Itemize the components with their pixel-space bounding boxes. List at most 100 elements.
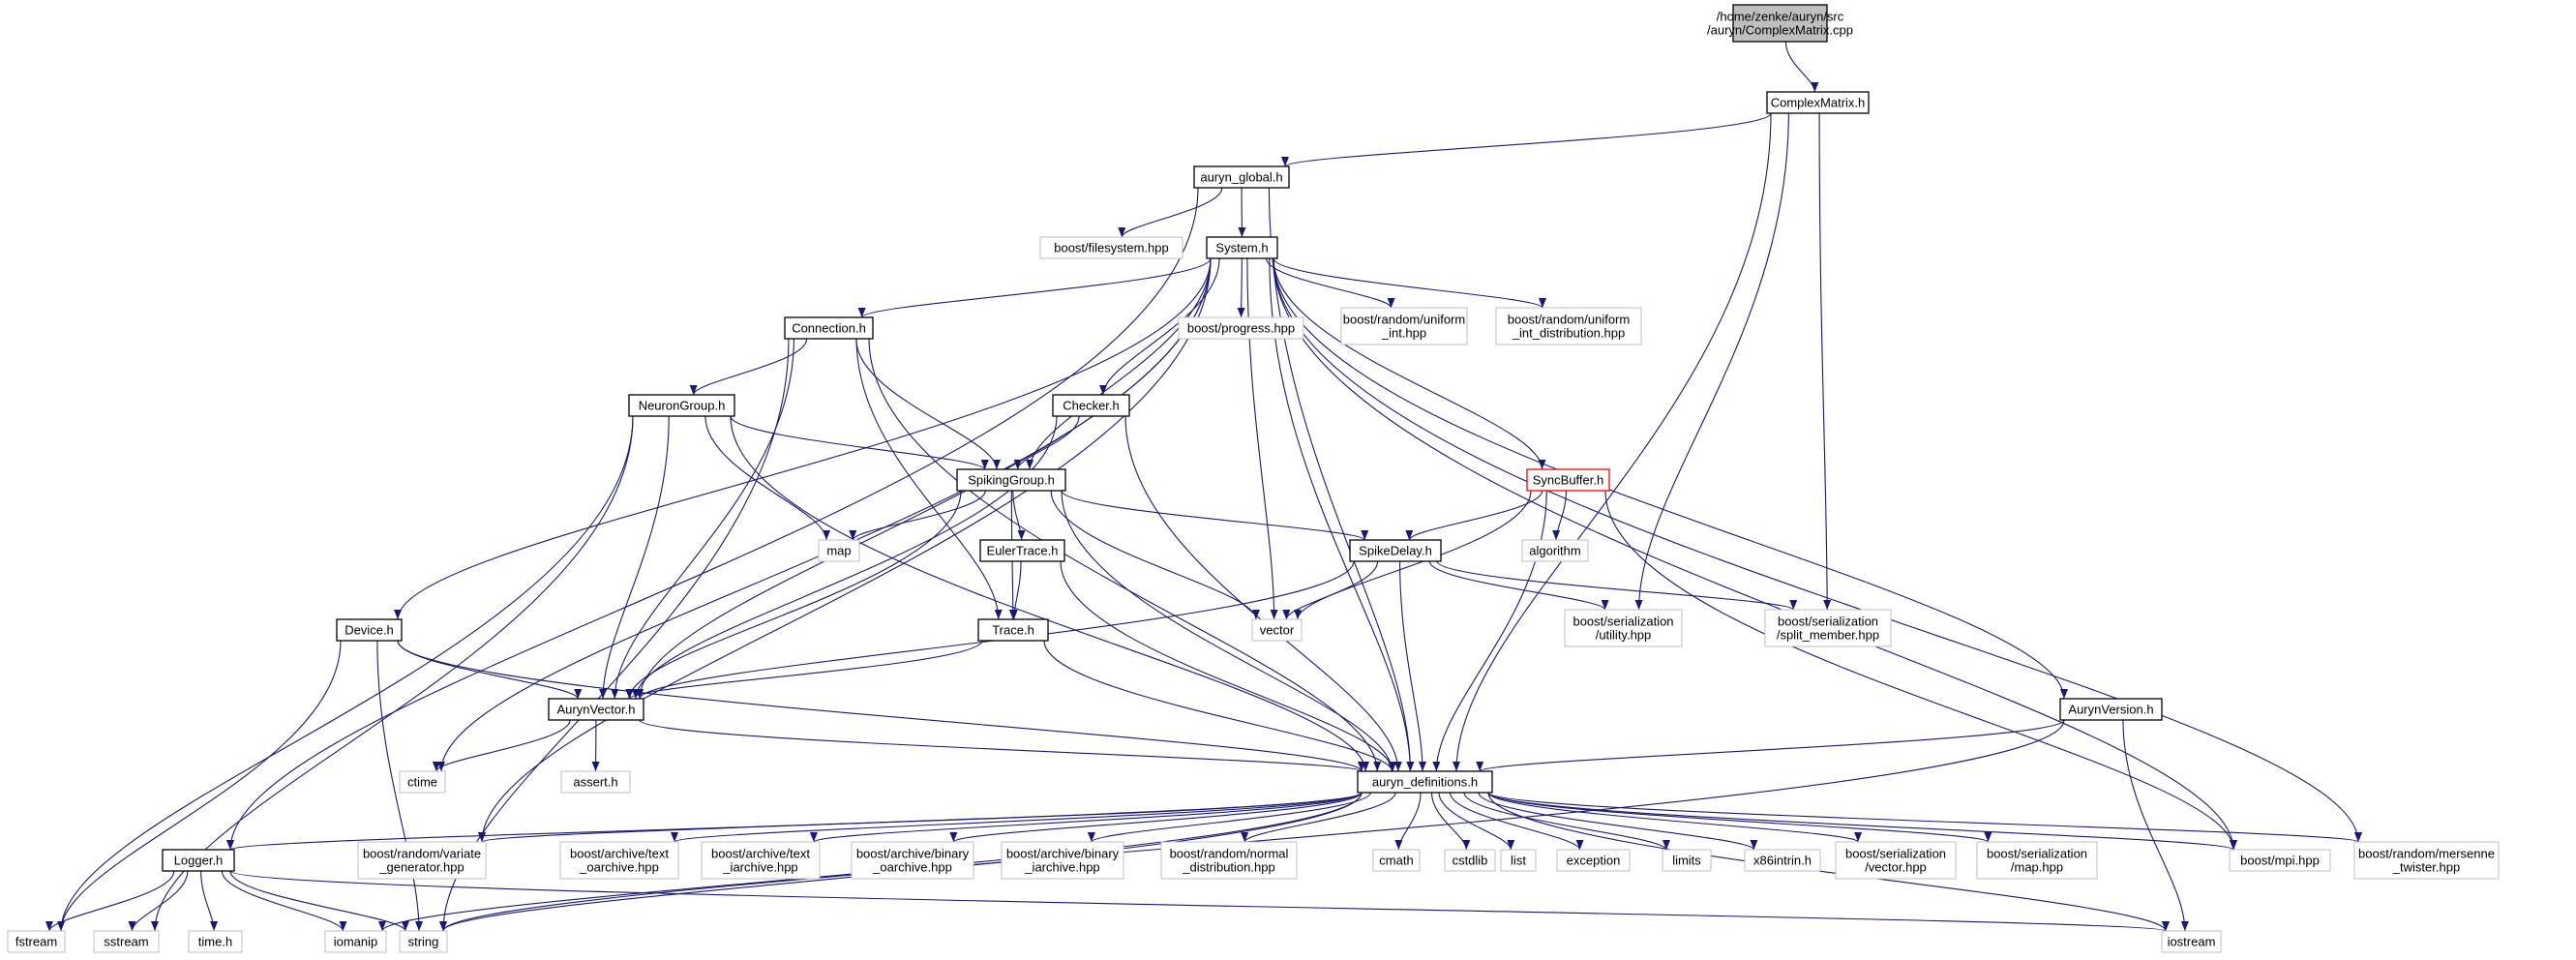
node-label: algorithm <box>1529 544 1580 558</box>
edge-system-to-checker <box>1099 257 1220 396</box>
node-map: map <box>818 539 860 562</box>
node-label: boost/random/uniform <box>1508 313 1630 327</box>
edge-complexmatrix-to-ser-utility <box>1634 112 1789 611</box>
edge-system-to-mpi <box>1273 257 2237 851</box>
edge-neurongroup-to-aurynvector <box>599 415 670 700</box>
node-ctime: ctime <box>399 770 446 794</box>
node-label: _int_distribution.hpp <box>1512 326 1625 341</box>
node-label: System.h <box>1215 241 1268 255</box>
node-label: auryn_global.h <box>1200 170 1282 185</box>
node-binary-iarchive: boost/archive/binary_iarchive.hpp <box>1001 841 1124 880</box>
node-box <box>628 394 735 417</box>
node-box <box>2229 849 2331 872</box>
node-box <box>1564 609 1683 647</box>
node-cmath: cmath <box>1372 849 1421 872</box>
node-label: boost/random/normal <box>1170 847 1289 861</box>
node-label: boost/mpi.hpp <box>2240 854 2320 868</box>
node-box <box>399 930 448 953</box>
edge-syncbuffer-to-algorithm <box>1552 490 1568 541</box>
edge-connection-to-trace <box>855 338 1003 620</box>
edge-system-to-mersenne-twister <box>1273 257 2362 843</box>
node-box <box>1766 91 1870 114</box>
node-label: exception <box>1567 854 1621 868</box>
node-spikinggroup: SpikingGroup.h <box>956 468 1066 492</box>
node-label: x86intrin.h <box>1753 854 1812 868</box>
edge-logger-to-time <box>200 870 219 932</box>
node-box <box>357 841 487 880</box>
edge-auryn-definitions-to-text-iarchive <box>810 792 1363 843</box>
node-box <box>2059 698 2163 721</box>
node-label: boost/archive/text <box>570 847 669 861</box>
node-complexmatrix: ComplexMatrix.h <box>1766 91 1870 114</box>
node-box <box>1556 849 1631 872</box>
edge-connection-to-spikinggroup <box>855 338 1001 470</box>
node-label: /home/zenke/auryn/src <box>1717 10 1844 24</box>
edge-auryn-definitions-to-text-oarchive <box>671 792 1363 843</box>
node-device: Device.h <box>336 618 403 642</box>
edge-neurongroup-to-fstream <box>57 415 634 932</box>
node-box <box>1744 849 1821 872</box>
node-checker: Checker.h <box>1052 394 1130 417</box>
edge-trace-to-aurynvector <box>625 640 983 700</box>
node-mpi: boost/mpi.hpp <box>2229 849 2331 872</box>
node-label: Logger.h <box>174 854 224 868</box>
edge-auryn-definitions-to-variate-generator <box>478 792 1363 843</box>
node-label: boost/archive/text <box>711 847 810 861</box>
node-label: _oarchive.hpp <box>579 860 659 875</box>
edge-checker-to-spikinggroup <box>1013 415 1080 470</box>
edge-auryn-definitions-to-logger <box>226 792 1363 851</box>
edge-connection-to-neurongroup <box>689 338 808 396</box>
edge-device-to-auryn-definitions <box>397 640 1365 772</box>
edge-syncbuffer-to-vector <box>1294 490 1532 620</box>
edge-neurongroup-to-spikinggroup <box>730 415 989 470</box>
node-sstream: sstream <box>93 930 160 953</box>
edge-system-to-uniform-int <box>1266 257 1395 309</box>
node-label: NeuronGroup.h <box>639 399 726 413</box>
edge-complexmatrix-to-auryn-global <box>1281 112 1772 167</box>
node-label: _oarchive.hpp <box>872 860 952 875</box>
node-box <box>977 618 1049 642</box>
edge-aurynvector-to-ctime <box>432 719 571 772</box>
node-label: boost/serialization <box>1573 615 1673 629</box>
node-label: list <box>1511 854 1526 868</box>
edge-system-to-uniform-int-dist <box>1273 257 1546 309</box>
node-uniform-int: boost/random/uniform_int.hpp <box>1340 307 1468 345</box>
node-normal-distribution: boost/random/normal_distribution.hpp <box>1160 841 1298 880</box>
edge-connection-to-auryn-definitions <box>868 338 1382 772</box>
node-exception: exception <box>1556 849 1631 872</box>
node-label: _iarchive.hpp <box>722 860 797 875</box>
edge-auryn-definitions-to-mersenne-twister <box>1487 792 2362 843</box>
node-box <box>93 930 160 953</box>
node-box <box>1160 841 1298 880</box>
node-label: _distribution.hpp <box>1182 860 1274 875</box>
node-box <box>188 930 243 953</box>
node-auryn-definitions: auryn_definitions.h <box>1357 770 1493 794</box>
node-algorithm: algorithm <box>1521 539 1589 562</box>
node-variate-generator: boost/random/variate_generator.hpp <box>357 841 487 880</box>
node-label: Trace.h <box>992 623 1034 638</box>
node-label: _generator.hpp <box>378 860 464 875</box>
node-box <box>1357 770 1493 794</box>
node-box <box>1340 307 1468 345</box>
edge-spikinggroup-to-map <box>849 490 986 541</box>
edge-logger-to-string <box>229 870 409 932</box>
node-ser-utility: boost/serialization/utility.hpp <box>1564 609 1683 647</box>
node-label: Device.h <box>344 623 394 638</box>
node-box <box>701 841 821 880</box>
node-box <box>1372 849 1421 872</box>
node-assert: assert.h <box>560 770 631 794</box>
edge-system-to-progress <box>1237 257 1245 318</box>
node-label: sstream <box>104 935 148 949</box>
node-logger: Logger.h <box>162 849 235 872</box>
node-label: boost/progress.hpp <box>1187 321 1295 336</box>
node-label: /map.hpp <box>2011 860 2063 875</box>
edge-auryn-definitions-to-ser-map <box>1487 792 1992 843</box>
node-label: AurynVersion.h <box>2068 703 2153 717</box>
node-cstdlib: cstdlib <box>1444 849 1496 872</box>
edge-checker-to-aurynvector <box>631 415 1058 700</box>
edge-logger-to-iomanip <box>221 870 347 932</box>
node-box <box>1349 539 1442 562</box>
edge-auryn-definitions-to-cstdlib <box>1430 792 1471 851</box>
edge-aurynvector-to-auryn-definitions <box>639 719 1365 772</box>
